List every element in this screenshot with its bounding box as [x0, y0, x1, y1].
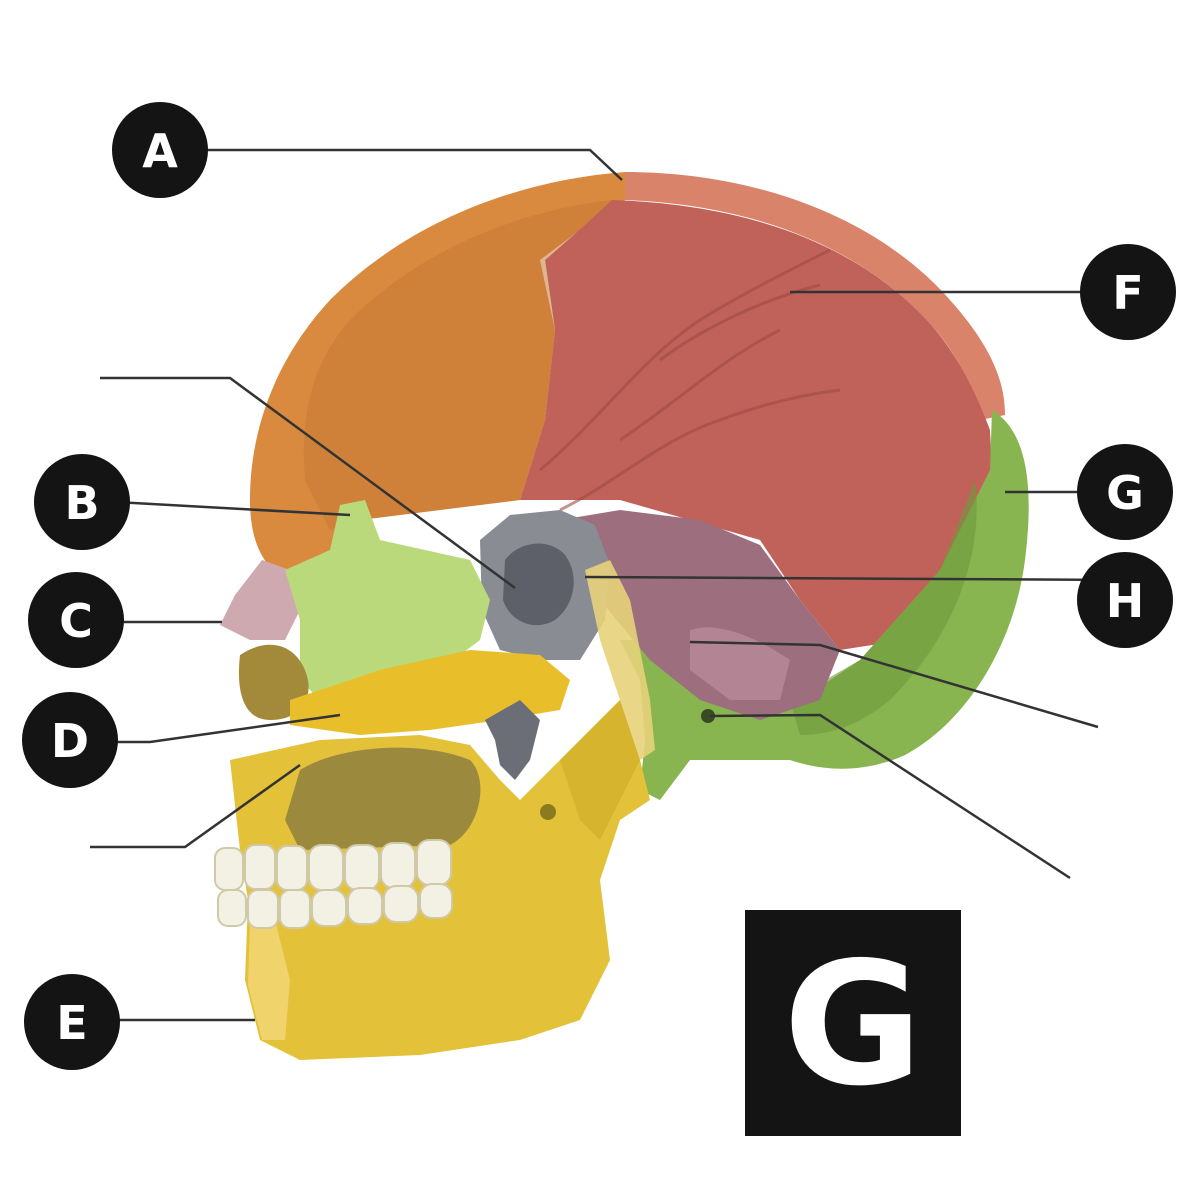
- tooth: [214, 847, 244, 891]
- marker-h: H: [1077, 552, 1173, 648]
- marker-g-label: G: [1106, 466, 1144, 520]
- tooth: [247, 889, 279, 929]
- parietal-bone: [520, 200, 992, 650]
- tooth: [276, 845, 308, 891]
- teeth: [214, 839, 453, 929]
- tooth: [279, 889, 311, 929]
- tooth: [380, 842, 416, 889]
- marker-e: E: [24, 974, 120, 1070]
- marker-h-label: H: [1106, 574, 1145, 628]
- marker-a-label: A: [142, 124, 178, 178]
- leader-line-unlabeled-3: [689, 640, 1099, 729]
- leader-line-h: [584, 575, 1126, 582]
- tooth: [419, 883, 453, 919]
- marker-f-label: F: [1112, 266, 1143, 320]
- mandible-ramus-shade: [560, 700, 640, 840]
- leader-line-a: [160, 148, 623, 181]
- marker-f: F: [1080, 244, 1176, 340]
- parietal-bone-rim: [625, 172, 1005, 420]
- marker-a: A: [112, 102, 208, 198]
- leader-line-unlabeled-4: [709, 713, 1071, 880]
- mental-foramen: [540, 804, 556, 820]
- marker-d-label: D: [51, 714, 89, 768]
- tooth: [416, 839, 452, 886]
- marker-e-label: E: [56, 996, 87, 1050]
- mandible-cross-section: [248, 920, 290, 1040]
- sphenoid-sinus: [503, 543, 574, 626]
- tooth: [344, 844, 380, 891]
- petrous-ridge: [585, 560, 655, 760]
- tooth: [217, 889, 247, 927]
- tooth: [244, 844, 276, 890]
- maxillary-roots: [285, 747, 481, 850]
- marker-d: D: [22, 692, 118, 788]
- occipital-bone-inner: [790, 480, 977, 735]
- tooth: [383, 885, 419, 923]
- leader-line-b: [114, 500, 351, 517]
- tooth: [347, 887, 383, 925]
- ethmoid-bone: [285, 500, 490, 700]
- leader-line-unlabeled-1: [100, 376, 516, 590]
- marker-b: B: [34, 454, 130, 550]
- marker-g: G: [1077, 444, 1173, 540]
- pterygoid-process: [485, 700, 540, 780]
- frontal-bone-inner: [303, 200, 612, 530]
- answer-panel: G: [745, 910, 961, 1136]
- mastoid-foramen: [701, 709, 715, 723]
- answer-panel-letter: G: [783, 926, 923, 1124]
- leader-line-d: [110, 713, 341, 744]
- tooth: [311, 889, 347, 927]
- marker-c: C: [28, 572, 124, 668]
- marker-b-label: B: [64, 476, 99, 530]
- temporal-bone-shade: [690, 627, 790, 700]
- nasal-bone: [220, 560, 300, 640]
- tooth: [308, 844, 344, 891]
- marker-c-label: C: [59, 594, 93, 648]
- parietal-vessel-lines: [539, 248, 841, 512]
- leader-line-unlabeled-2: [90, 763, 301, 849]
- leader-lines: [90, 148, 1130, 1022]
